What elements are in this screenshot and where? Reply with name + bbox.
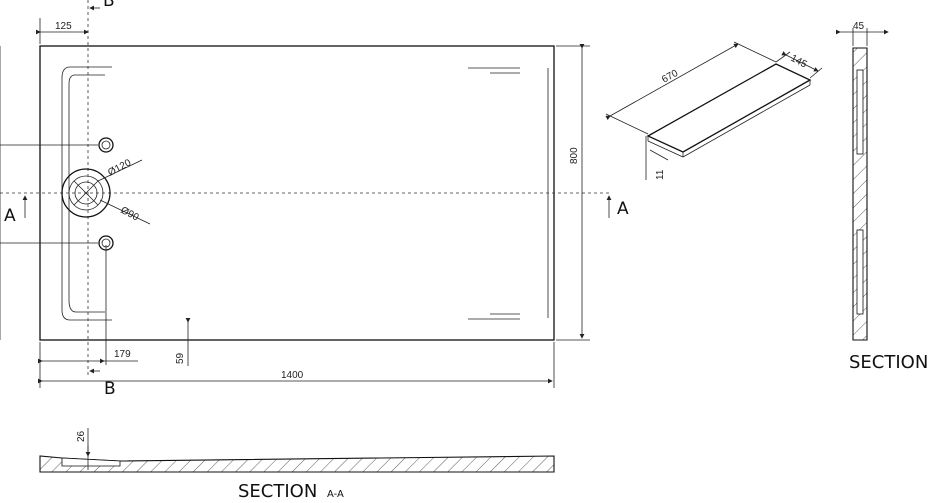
section-marker-b-top: B: [103, 0, 115, 11]
section-aa: 26 SECTION A-A: [39, 428, 555, 502]
dim-59: 59: [175, 352, 186, 364]
dim-1400: 1400: [281, 370, 304, 381]
fixing-hole-top: [98, 137, 114, 153]
dim-125: 125: [55, 21, 72, 32]
dim-670: 670: [660, 68, 680, 86]
drain-inner: [68, 175, 104, 211]
dim-800: 800: [569, 147, 580, 164]
section-marker-a-left: A: [4, 206, 16, 226]
dim-diameter-120: Ø120: [106, 157, 133, 178]
side-section: 45 SECTION: [836, 21, 928, 373]
panel-isometric: 670 145 11: [605, 41, 823, 180]
side-section-body: [852, 47, 868, 341]
dim-11: 11: [655, 169, 666, 180]
plan-view: 125 800 1400 179 59 Ø120 Ø90 A A B B: [0, 0, 629, 399]
dim-diameter-90: Ø90: [119, 205, 141, 224]
dim-179: 179: [114, 349, 131, 360]
drain-core: [74, 181, 98, 205]
section-aa-label: SECTION A-A: [238, 481, 344, 502]
drain-outer: [61, 168, 111, 218]
dim-45: 45: [853, 21, 865, 32]
dim-145: 145: [789, 53, 809, 71]
section-marker-b-bottom: B: [104, 379, 116, 399]
section-side-label: SECTION: [849, 352, 928, 373]
section-marker-a-right: A: [617, 199, 629, 219]
dim-26: 26: [76, 430, 87, 442]
